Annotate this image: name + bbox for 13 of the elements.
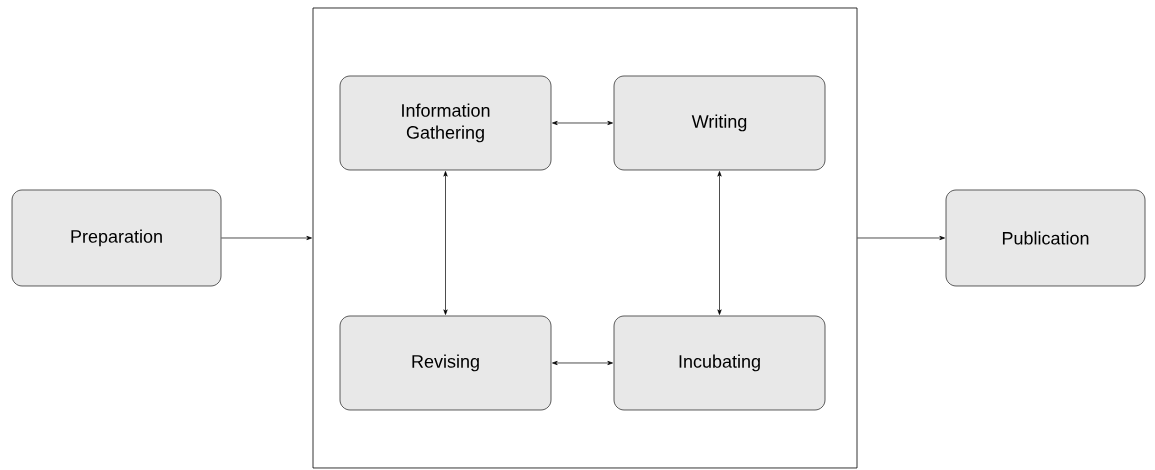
arrow [443, 171, 448, 315]
arrow [857, 235, 945, 241]
arrow [717, 171, 722, 315]
process-box: Incubating [613, 315, 826, 411]
process-box: Preparation [11, 189, 222, 287]
arrow [552, 360, 613, 366]
process-box: Revising [339, 315, 552, 411]
arrow [221, 235, 312, 241]
process-box: Publication [945, 189, 1146, 287]
container-box [312, 7, 858, 469]
arrow [552, 120, 613, 126]
process-box: Information Gathering [339, 75, 552, 171]
process-box: Writing [613, 75, 826, 171]
